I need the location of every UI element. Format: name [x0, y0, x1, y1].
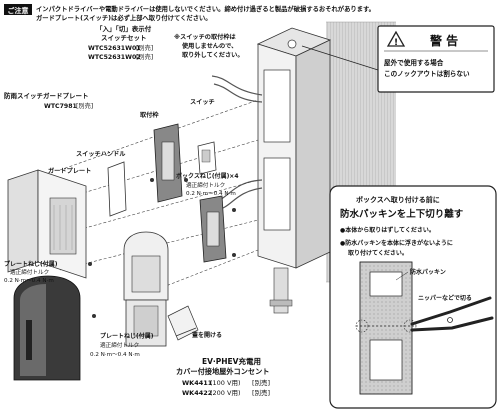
ev-model-2-spec: (200 V用): [210, 389, 241, 397]
ev-outlet-drawing: [13, 275, 81, 381]
ev-model-1-note: [別売]: [252, 378, 270, 387]
notice-line-1: インパクトドライバーや電動ドライバーは使用しないでください。締め付け過ぎると製品…: [36, 4, 375, 13]
frame-note-1: ※スイッチの取付枠は: [174, 32, 237, 41]
switch-set-model-1-note: [別売]: [136, 44, 153, 52]
switch-set-model-1: WTC52631W01: [88, 45, 141, 52]
nipper-label: ニッパーなどで切る: [418, 294, 472, 302]
switch-set-model-2-note: [別売]: [136, 53, 153, 61]
ev-outlet-open-drawing: [123, 231, 199, 347]
notice-tag: ご注意: [8, 6, 29, 15]
ev-model-1-spec: (100 V用): [210, 379, 241, 387]
box-screw-label: ボックスねじ(付属)×4: [176, 172, 239, 180]
warning-body-2: このノックアウトは割らない: [384, 69, 470, 78]
warning-body-1: 屋外で使用する場合: [384, 58, 444, 67]
switch-set-title-2: スイッチセット: [101, 34, 147, 42]
labels: 「入」「切」表示付 スイッチセット WTC52631W01 [別売] WTC52…: [4, 24, 270, 397]
screw-icon: [232, 208, 236, 212]
ev-model-1: WK4411: [182, 379, 213, 387]
cut-point-icon: [403, 319, 417, 333]
switch-set-model-2: WTC52631W02: [88, 54, 141, 61]
knockout-icon: [287, 39, 297, 49]
outlet-frame-drawing: [199, 195, 227, 263]
ev-model-2-note: [別売]: [252, 388, 270, 397]
screw-icon: [232, 253, 236, 257]
frame-drawing: [153, 123, 183, 203]
guard-plate-drawing: [7, 169, 87, 279]
screw-icon: [92, 314, 96, 318]
ev-title-1: EV·PHEV充電用: [202, 356, 261, 366]
screw-icon: [88, 262, 92, 266]
switch-set-title: 「入」「切」表示付: [96, 24, 152, 33]
plate-screw-2-torque-1: 適正締付トルク: [100, 341, 139, 349]
frame-label: 取付枠: [140, 111, 159, 119]
plate-screw-2-torque-2: 0.2 N·m〜0.4 N·m: [90, 352, 140, 358]
switch-drawing: [197, 141, 217, 175]
packing-label: 防水パッキン: [410, 268, 446, 276]
packing-title-1: ボックスへ取り付ける前に: [356, 195, 440, 204]
frame-note-3: 取り外してください。: [182, 51, 244, 59]
notice-block: ご注意 インパクトドライバーや電動ドライバーは使用しないでください。締め付け過ぎ…: [4, 4, 375, 22]
switch-handle-drawing: [107, 161, 127, 217]
box-screw-torque-1: 適正締付トルク: [186, 181, 225, 189]
nipper-icon: [410, 296, 494, 332]
ev-title-2: カバー付接地屋外コンセント: [176, 367, 269, 376]
screws: [88, 178, 236, 318]
switch-label: スイッチ: [190, 99, 215, 106]
box-screw-torque-2: 0.2 N·m〜0.4 N·m: [186, 191, 236, 197]
guard-plate-label: ガードプレート: [48, 167, 91, 175]
packing-bullet-2b: 取り付けてください。: [348, 249, 408, 257]
ev-model-2: WK4422: [182, 389, 212, 397]
outlet-box: [211, 27, 332, 314]
packing-bullet-2: ●防水パッキンを本体に浮きがないように: [340, 239, 453, 247]
plate-screw-2-label: プレートねじ(付属): [100, 332, 154, 340]
guard-plate-model: WTC7981: [44, 103, 77, 110]
plate-screw-label: プレートねじ(付属): [4, 260, 58, 268]
screw-icon: [184, 178, 188, 182]
guard-plate-model-note: [別売]: [76, 102, 93, 110]
warning-title: 警 告: [429, 33, 458, 48]
packing-bullet-1: ●本体から取りはずしてください。: [340, 226, 435, 234]
packing-title-2: 防水パッキンを上下切り離す: [340, 208, 464, 220]
plate-screw-torque-1: 適正締付トルク: [10, 268, 49, 276]
cut-point-icon: [355, 319, 369, 333]
notice-tag-bg: [4, 4, 32, 15]
notice-line-2: ガードプレート(スイッチ)は必ず上部へ取り付けてください。: [36, 13, 212, 22]
screw-icon: [150, 178, 154, 182]
svg-text:!: !: [394, 38, 398, 48]
plate-screw-torque-2: 0.2 N·m〜0.4 N·m: [4, 278, 54, 284]
switch-handle-label: スイッチハンドル: [76, 151, 126, 158]
packing-panel: ボックスへ取り付ける前に 防水パッキンを上下切り離す ●本体から取りはずしてくだ…: [329, 185, 497, 409]
guard-plate-title: 防雨スイッチガードプレート: [4, 91, 89, 100]
open-lid-label: 蓋を開ける: [192, 331, 222, 339]
warning-box: ! 警 告 屋外で使用する場合 このノックアウトは割らない: [301, 25, 495, 93]
frame-note-2: 使用しませんので、: [181, 42, 237, 50]
warning-triangle-icon: [386, 30, 406, 47]
